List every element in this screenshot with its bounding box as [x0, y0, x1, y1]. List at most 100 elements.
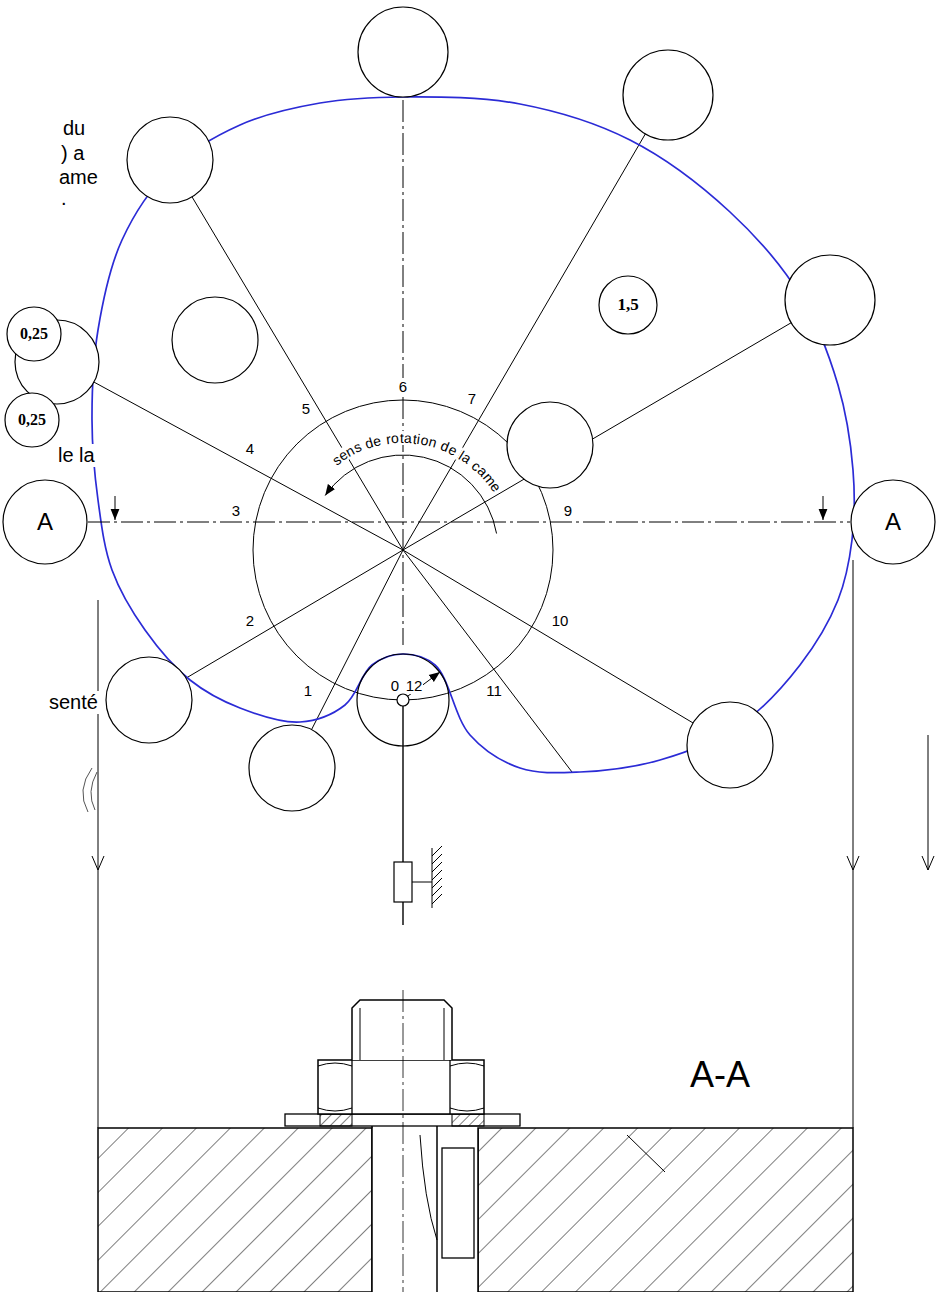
- label-slot: 4: [245, 440, 255, 458]
- label-slot: 7: [467, 390, 477, 408]
- label-slot: 1: [303, 682, 313, 700]
- angle-number: 4: [245, 440, 255, 457]
- frame-ground: [432, 848, 433, 908]
- ground-hatch: [432, 846, 442, 856]
- washer-section: [320, 1114, 352, 1126]
- rod-guide: [394, 862, 412, 902]
- angle-number: 2: [245, 612, 255, 629]
- label-slot: le la: [57, 444, 96, 467]
- circle-text: A: [37, 508, 53, 536]
- angle-number: 11: [485, 682, 503, 699]
- section-arrow: [823, 496, 824, 520]
- cut-text: du: [62, 117, 86, 140]
- roller-pivot: [397, 694, 409, 706]
- rotation-text: sens de rotation de la came: [253, 418, 553, 518]
- label-slot: 5: [301, 400, 311, 418]
- section-plane-line: [88, 522, 850, 523]
- nut-face: [351, 1060, 352, 1114]
- cut-text: .: [60, 187, 68, 210]
- projection-line: [928, 735, 929, 870]
- label-slot: 2: [245, 612, 255, 630]
- circle-text: 0,25: [20, 325, 48, 343]
- label-slot: du: [62, 117, 86, 140]
- circle-border: [599, 276, 657, 334]
- section-arrow: [115, 496, 116, 520]
- ground-hatch: [432, 854, 442, 864]
- rotation-letter: o: [391, 431, 400, 445]
- roller-circle: [127, 117, 213, 203]
- angle-number: 3: [231, 502, 241, 519]
- roller-circle: [687, 702, 773, 788]
- ground-hatch: [432, 886, 442, 896]
- section-body: [478, 1128, 853, 1292]
- roller-circle: [358, 7, 448, 97]
- key: [442, 1148, 474, 1258]
- circle-text: 0,25: [18, 411, 46, 429]
- angle-number: 6: [398, 378, 408, 395]
- label-slot: 12: [405, 677, 424, 695]
- label-slot: A-A: [689, 1054, 751, 1096]
- label-slot: ame: [58, 166, 99, 189]
- cut-text: ) a: [60, 142, 85, 165]
- circle-border: [3, 480, 87, 564]
- label-slot: 3: [231, 502, 241, 520]
- cam-profile: [92, 97, 854, 773]
- angle-number: 7: [467, 390, 477, 407]
- angle-number: 0: [390, 677, 400, 694]
- projection-arrow: [92, 856, 104, 870]
- radial-line: [403, 550, 730, 745]
- bolt-end: [352, 1000, 452, 1060]
- section-body: [98, 1128, 372, 1292]
- projection-arrow: [847, 856, 859, 870]
- ground-hatch: [432, 870, 442, 880]
- circle-text: 1,5: [617, 295, 638, 315]
- ground-hatch: [432, 878, 442, 888]
- roller-circle: [623, 50, 713, 140]
- label-slot: 10: [551, 612, 570, 630]
- radial-line: [170, 160, 403, 550]
- label-slot: .: [60, 187, 68, 210]
- leader-line: [627, 1135, 665, 1172]
- hole-edge: [477, 1128, 479, 1292]
- washer-plate: [285, 1114, 520, 1126]
- hole: [372, 1128, 478, 1292]
- angle-number: 5: [301, 400, 311, 417]
- projection-arrow: [922, 856, 934, 870]
- radial-line: [403, 300, 830, 550]
- roller-circle: [172, 297, 258, 383]
- thread-line: [444, 1008, 445, 1060]
- nut-face: [449, 1060, 450, 1114]
- projection-line: [98, 600, 99, 1128]
- fillet-curve: [420, 1135, 437, 1240]
- label-slot: 6: [398, 378, 408, 396]
- circle-border: [851, 480, 935, 564]
- label-slot: 0: [390, 677, 400, 695]
- angle-number: 1: [303, 682, 313, 699]
- circle-border: [5, 393, 59, 447]
- shaft-edge: [371, 1122, 373, 1292]
- circle-text: A: [885, 508, 901, 536]
- roller-circle: [785, 255, 875, 345]
- score-circle: 0,25: [6, 306, 62, 362]
- angle-number: 9: [563, 502, 573, 519]
- label-slot: 11: [485, 682, 503, 700]
- score-circle: 0,25: [4, 392, 60, 448]
- rotation-letter: a: [404, 431, 412, 445]
- guide-link: [412, 882, 432, 883]
- cut-text: le la: [57, 444, 96, 467]
- center-axis: [403, 100, 404, 645]
- nut-chamfer: [318, 1063, 484, 1111]
- angle-number: 12: [405, 677, 424, 694]
- roller-circle: [249, 725, 335, 811]
- circle-border: [7, 307, 61, 361]
- roller-circle: [106, 657, 192, 743]
- score-circle: 1,5: [598, 275, 658, 335]
- section-letter-circle: A: [2, 479, 88, 565]
- label-slot: ) a: [60, 142, 85, 165]
- section-letter-circle: A: [850, 479, 936, 565]
- angle-number: 10: [551, 612, 570, 629]
- radial-line: [403, 95, 668, 550]
